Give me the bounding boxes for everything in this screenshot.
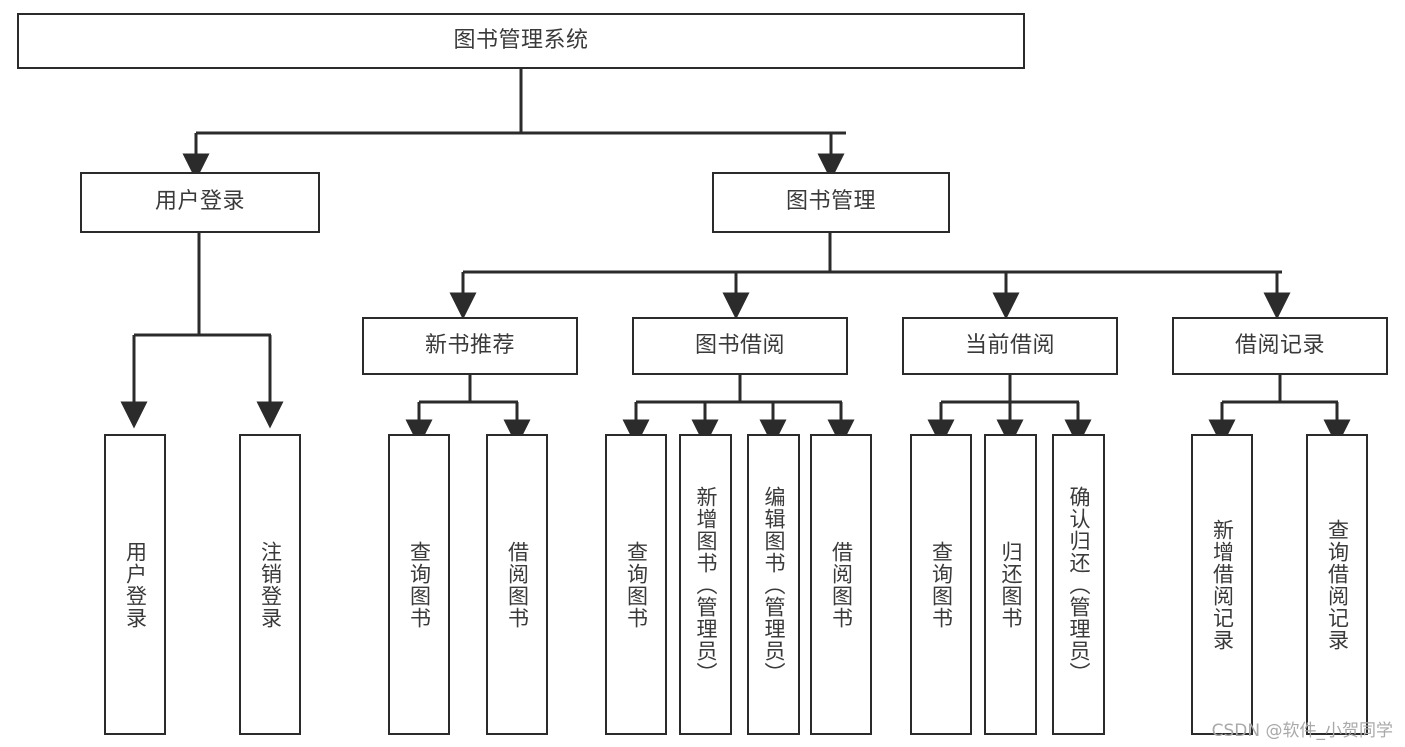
leaf-confirm-return-admin-label: 确认归还（管理员） [1066, 485, 1091, 684]
leaf-add-book-admin-label: 新增图书（管理员） [693, 485, 718, 684]
node-root-label: 图书管理系统 [453, 27, 589, 53]
node-borrow-record-label: 借阅记录 [1234, 332, 1325, 358]
node-book-management[interactable]: 图书管理 [712, 172, 950, 233]
node-borrow-record[interactable]: 借阅记录 [1172, 317, 1388, 375]
leaf-confirm-return-admin[interactable]: 确认归还（管理员） [1052, 434, 1105, 735]
edges-root-to-level2 [182, 69, 846, 181]
edges-record-to-leaves [1208, 375, 1351, 447]
node-book-borrow[interactable]: 图书借阅 [632, 317, 848, 375]
leaf-user-login[interactable]: 用户登录 [104, 434, 166, 735]
leaf-add-borrow-record-label: 新增借阅记录 [1210, 518, 1235, 651]
node-user-login-label: 用户登录 [154, 189, 245, 215]
leaf-query-borrow-record[interactable]: 查询借阅记录 [1306, 434, 1368, 735]
leaf-query-book-borrow-label: 查询图书 [624, 540, 649, 629]
leaf-borrow-book-borrow[interactable]: 借阅图书 [810, 434, 872, 735]
leaf-return-book-label: 归还图书 [998, 540, 1023, 629]
csdn-watermark: CSDN @软件_小贺同学 [1211, 721, 1393, 741]
node-book-management-label: 图书管理 [785, 189, 876, 215]
leaf-logout[interactable]: 注销登录 [239, 434, 301, 735]
leaf-edit-book-admin[interactable]: 编辑图书（管理员） [747, 434, 800, 735]
leaf-query-borrow-record-label: 查询借阅记录 [1325, 518, 1350, 651]
node-root[interactable]: 图书管理系统 [17, 13, 1025, 69]
edges-current-to-leaves [927, 375, 1092, 447]
node-user-login[interactable]: 用户登录 [80, 172, 320, 233]
leaf-query-book-newbook[interactable]: 查询图书 [388, 434, 450, 735]
leaf-query-book-current[interactable]: 查询图书 [910, 434, 972, 735]
node-book-borrow-label: 图书借阅 [694, 332, 785, 358]
node-current-borrow-label: 当前借阅 [964, 332, 1055, 358]
node-new-book-recommend[interactable]: 新书推荐 [362, 317, 578, 375]
edges-newbook-to-leaves [405, 375, 531, 447]
node-current-borrow[interactable]: 当前借阅 [902, 317, 1118, 375]
leaf-borrow-book-newbook-label: 借阅图书 [505, 540, 530, 629]
edges-login-to-leaves [120, 233, 284, 429]
leaf-edit-book-admin-label: 编辑图书（管理员） [761, 485, 786, 684]
leaf-return-book[interactable]: 归还图书 [984, 434, 1037, 735]
leaf-borrow-book-borrow-label: 借阅图书 [829, 540, 854, 629]
leaf-query-book-newbook-label: 查询图书 [407, 540, 432, 629]
edges-borrow-to-leaves [622, 375, 855, 447]
leaf-query-book-current-label: 查询图书 [929, 540, 954, 629]
leaf-borrow-book-newbook[interactable]: 借阅图书 [486, 434, 548, 735]
leaf-query-book-borrow[interactable]: 查询图书 [605, 434, 667, 735]
leaf-add-book-admin[interactable]: 新增图书（管理员） [679, 434, 732, 735]
leaf-user-login-label: 用户登录 [123, 540, 148, 629]
leaf-add-borrow-record[interactable]: 新增借阅记录 [1191, 434, 1253, 735]
leaf-logout-label: 注销登录 [258, 540, 283, 629]
edges-bookmgmt-to-level3 [449, 233, 1291, 320]
node-new-book-recommend-label: 新书推荐 [424, 332, 515, 358]
